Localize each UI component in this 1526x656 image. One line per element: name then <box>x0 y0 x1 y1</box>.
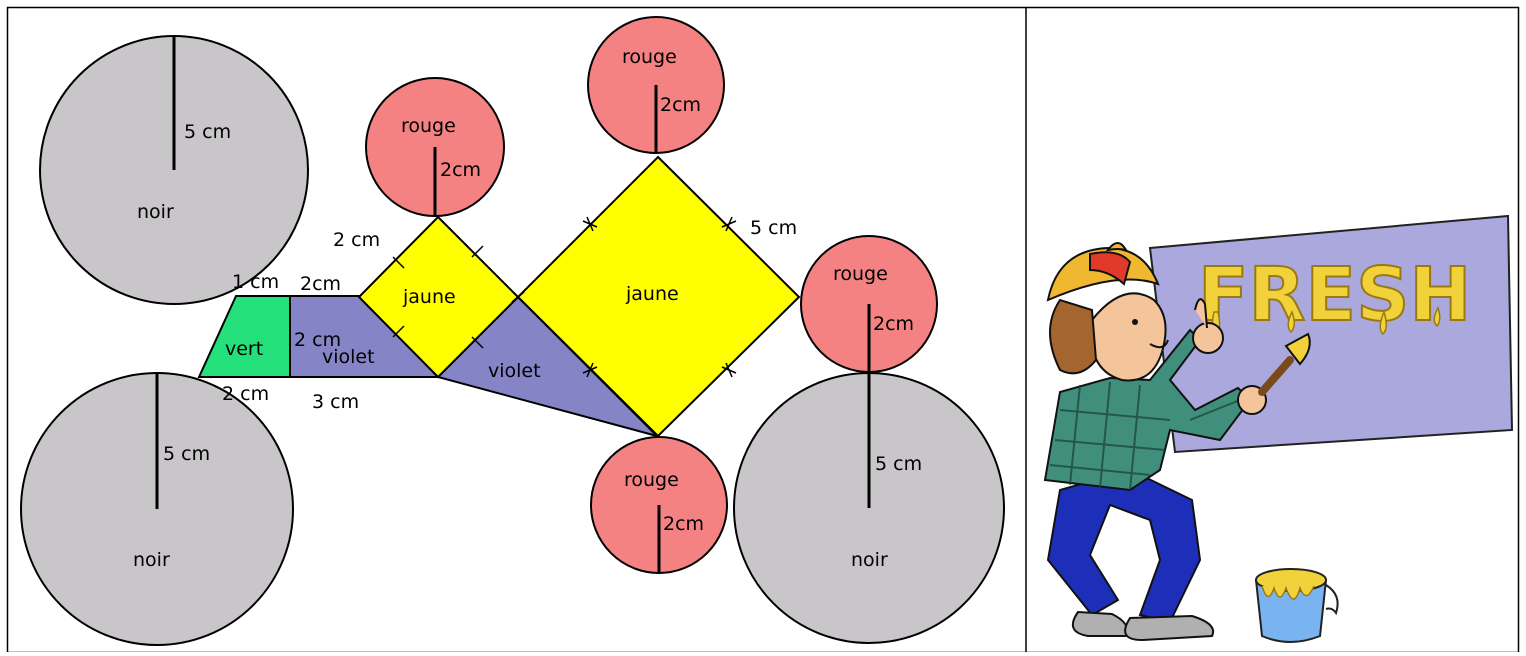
radius-label: 5 cm <box>184 121 231 143</box>
radius-label: 2cm <box>660 94 701 116</box>
trapezoid-bottom-label: 2 cm <box>222 383 269 405</box>
radius-label: 2cm <box>440 159 481 181</box>
radius-label: 5 cm <box>163 443 210 465</box>
painter-illustration: FRESH <box>1043 214 1514 643</box>
radius-label: 5 cm <box>875 453 922 475</box>
radius-label: 2cm <box>663 513 704 535</box>
pattern-diagram: 5 cm noir 5 cm noir 5 cm noir 2 cm viole… <box>20 16 1005 646</box>
painter-figure <box>1043 242 1311 642</box>
rectangle-height-label: 2 cm <box>294 329 341 351</box>
square-side-label: 2 cm <box>333 229 380 251</box>
circle-rouge-right: rouge 2cm <box>800 235 938 373</box>
trapezoid-label: vert <box>225 338 263 360</box>
circle-label: noir <box>137 201 174 223</box>
rectangle-bottom-label: 3 cm <box>312 391 359 413</box>
paint-can <box>1254 568 1339 643</box>
square-side-label: 5 cm <box>750 217 797 239</box>
rectangle-label: violet <box>322 346 375 368</box>
trapezoid-top-label: 1 cm <box>232 271 279 293</box>
square-jaune-small: jaune 2 cm <box>333 215 520 379</box>
circle-label: noir <box>851 549 888 571</box>
circle-noir-top-left: 5 cm noir <box>39 35 309 305</box>
circle-rouge-small-left: rouge 2cm <box>365 77 505 217</box>
circle-rouge-top: rouge 2cm <box>587 16 725 154</box>
triangle-label: violet <box>488 360 541 382</box>
circle-label: rouge <box>624 469 679 491</box>
circle-noir-bottom-left: 5 cm noir <box>20 372 294 646</box>
circle-label: rouge <box>833 263 888 285</box>
circle-label: rouge <box>401 115 456 137</box>
trapezoid-vert: vert 1 cm 2 cm <box>197 271 291 405</box>
square-label: jaune <box>402 286 456 308</box>
radius-label: 2cm <box>873 313 914 335</box>
rectangle-top-label: 2cm <box>300 273 341 295</box>
square-label: jaune <box>625 283 679 305</box>
circle-label: noir <box>133 549 170 571</box>
circle-rouge-bottom: rouge 2cm <box>590 436 728 574</box>
circle-noir-bottom-right: 5 cm noir <box>733 372 1005 644</box>
square-jaune-large: jaune 5 cm <box>511 155 801 438</box>
circle-label: rouge <box>622 46 677 68</box>
fresh-sign-text: FRESH <box>1198 252 1471 338</box>
